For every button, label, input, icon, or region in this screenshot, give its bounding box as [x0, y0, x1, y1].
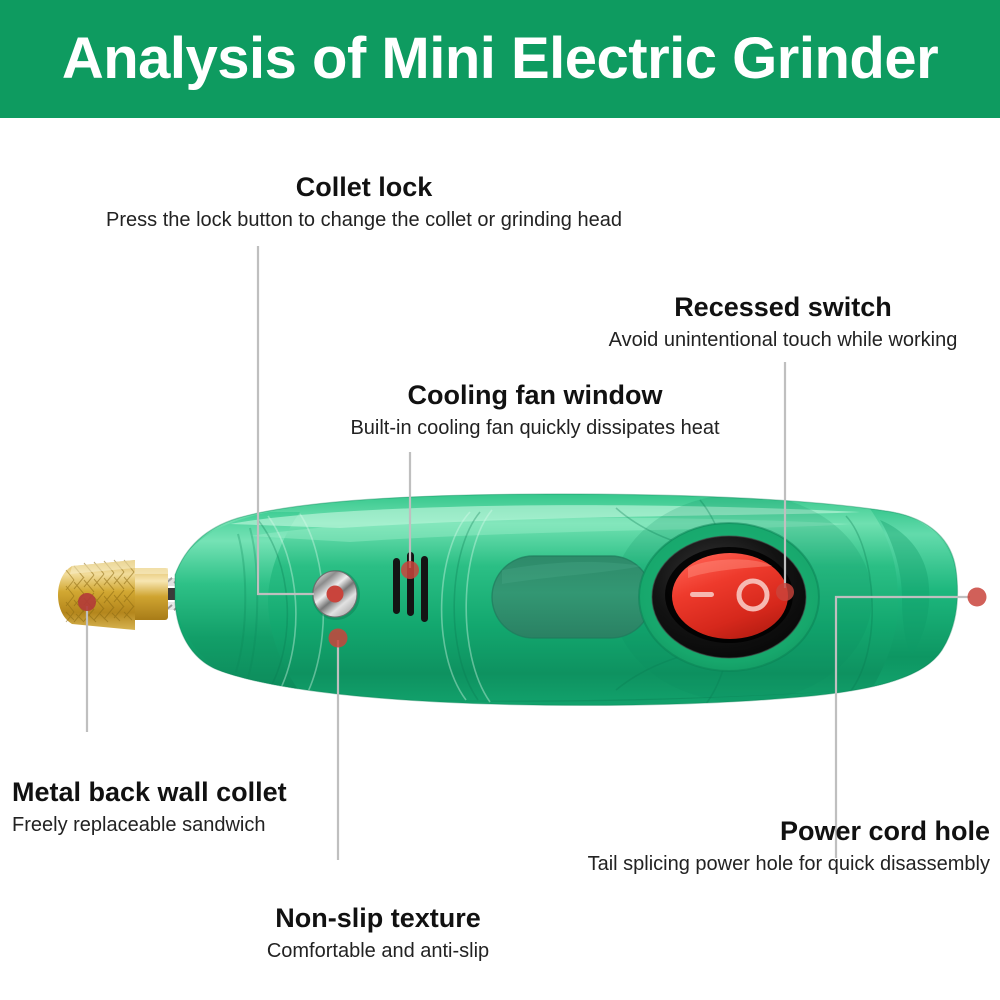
marker-power-cord [967, 587, 987, 607]
callout-collet-lock: Collet lock Press the lock button to cha… [65, 172, 663, 233]
callout-power-cord-hole-title: Power cord hole [779, 816, 990, 846]
callout-cooling-fan-window-title: Cooling fan window [407, 380, 663, 410]
marker-recessed-switch [776, 583, 794, 601]
callout-power-cord-hole: Power cord hole Tail splicing power hole… [510, 816, 990, 877]
green-collar [178, 552, 226, 641]
page-title: Analysis of Mini Electric Grinder [61, 26, 939, 91]
cooling-fan-vents [393, 552, 428, 622]
marker-metal-collet [78, 593, 96, 611]
callout-non-slip-texture-description: Comfortable and anti-slip [266, 939, 490, 962]
threaded-shaft [140, 577, 208, 611]
grinder-body [174, 493, 959, 707]
leader-collet-lock [256, 246, 314, 596]
callout-recessed-switch-description: Avoid unintentional touch while working [608, 328, 958, 351]
header-banner: Analysis of Mini Electric Grinder [0, 0, 1000, 118]
switch-red-button [672, 553, 788, 639]
callout-non-slip-texture-title: Non-slip texture [275, 903, 481, 933]
switch-on-symbol [736, 578, 770, 612]
recessed-power-switch[interactable] [638, 522, 820, 672]
leader-markers [78, 561, 987, 648]
brass-collet-nut [58, 559, 168, 630]
switch-off-symbol [690, 592, 714, 597]
callout-recessed-switch: Recessed switch Avoid unintentional touc… [576, 292, 990, 353]
non-slip-grip-panel [491, 555, 653, 639]
callout-metal-back-wall-collet-title: Metal back wall collet [12, 777, 287, 807]
callout-collet-lock-title: Collet lock [295, 172, 433, 202]
callout-cooling-fan-window-description: Built-in cooling fan quickly dissipates … [350, 416, 720, 439]
power-cord-tail [880, 520, 930, 654]
callout-non-slip-texture: Non-slip texture Comfortable and anti-sl… [238, 903, 518, 964]
callout-metal-back-wall-collet-description: Freely replaceable sandwich [12, 813, 266, 836]
switch-bezel [652, 536, 806, 658]
callout-power-cord-hole-description: Tail splicing power hole for quick disas… [587, 852, 990, 875]
marker-non-slip [328, 628, 348, 648]
marker-cooling-fan [401, 561, 419, 579]
marker-collet-lock [326, 585, 344, 603]
callout-cooling-fan-window: Cooling fan window Built-in cooling fan … [316, 380, 754, 441]
collet-lock-button[interactable] [312, 570, 360, 620]
callout-recessed-switch-title: Recessed switch [674, 292, 892, 322]
callout-metal-back-wall-collet: Metal back wall collet Freely replaceabl… [12, 777, 412, 838]
callout-collet-lock-description: Press the lock button to change the coll… [106, 208, 622, 231]
